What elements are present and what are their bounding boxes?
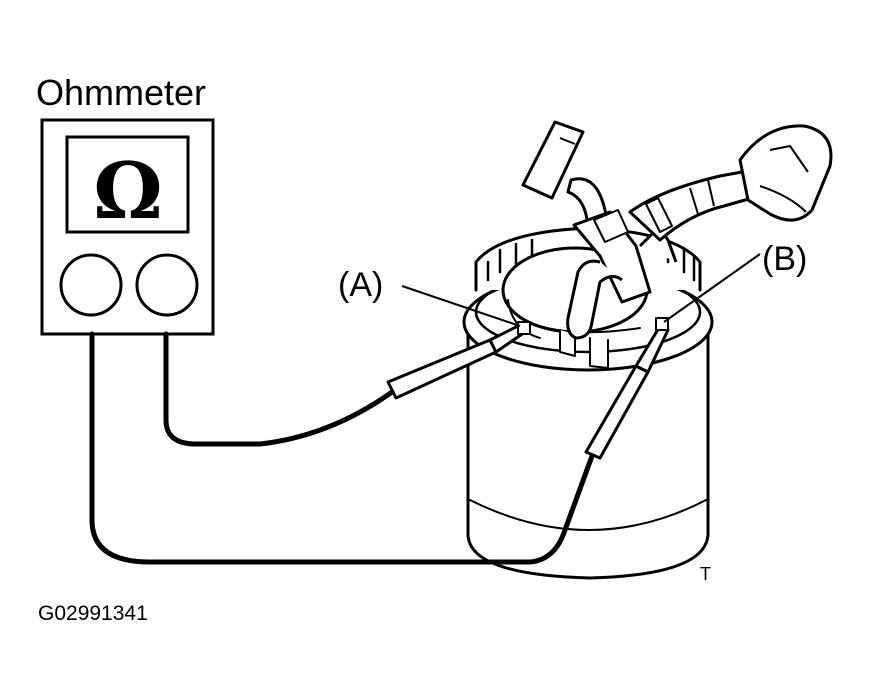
meter-jack-left: [59, 253, 123, 317]
omega-symbol: Ω: [93, 146, 162, 237]
leader-line-a: [401, 285, 521, 327]
callout-b-label: (B): [762, 240, 807, 278]
meter-jack-right: [135, 253, 199, 317]
probe-b-icon: [584, 317, 670, 460]
ohmmeter-title: Ohmmeter: [36, 72, 206, 113]
outlet-fitting: [566, 209, 678, 340]
figure-code: G02991341: [38, 602, 148, 625]
ohmmeter-icon: Ω: [40, 118, 215, 336]
corner-mark: T: [700, 564, 711, 584]
test-lead-b: [89, 331, 595, 565]
test-lead-a: [163, 331, 395, 447]
meter-display: [65, 135, 190, 234]
wire-harness: [628, 124, 833, 242]
leader-line-b: [663, 253, 761, 323]
callout-a-label: (A): [338, 266, 383, 304]
fuel-line-pipe: [521, 120, 608, 230]
